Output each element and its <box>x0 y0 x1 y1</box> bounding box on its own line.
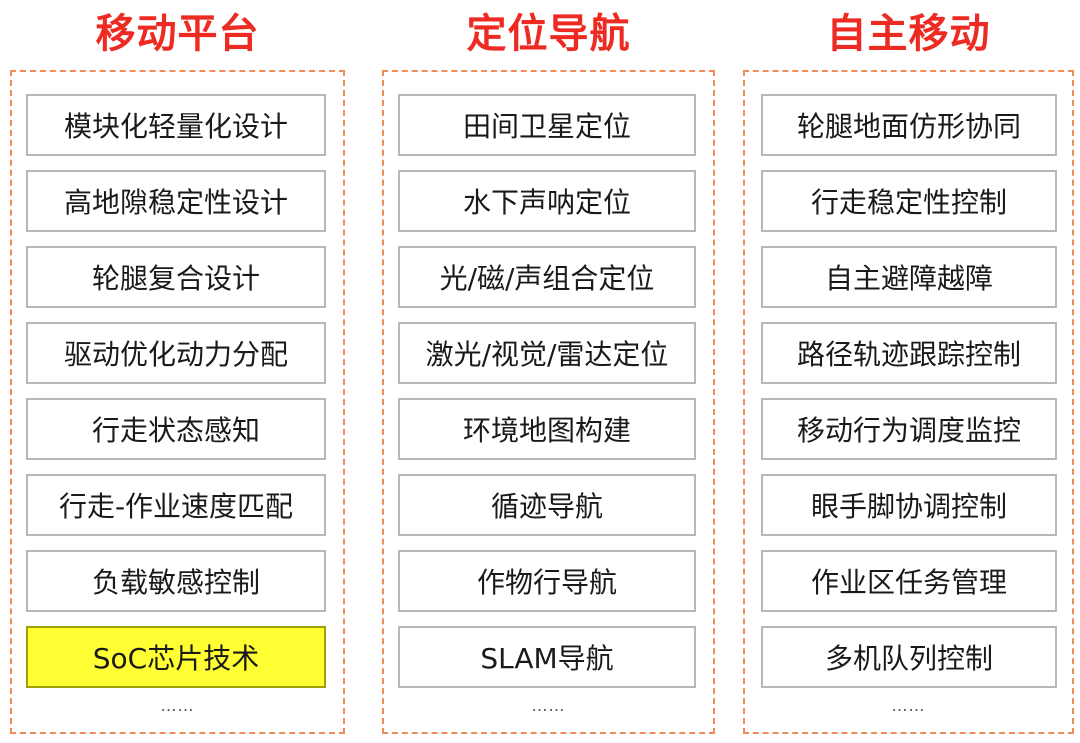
column-positioning-navigation: 定位导航 田间卫星定位 水下声呐定位 光/磁/声组合定位 激光/视觉/雷达定位 … <box>382 0 715 743</box>
item-box: 行走-作业速度匹配 <box>26 474 326 536</box>
column-mobile-platform: 移动平台 模块化轻量化设计 高地隙稳定性设计 轮腿复合设计 驱动优化动力分配 行… <box>10 0 345 743</box>
item-box: 移动行为调度监控 <box>761 398 1057 460</box>
item-box: 轮腿地面仿形协同 <box>761 94 1057 156</box>
item-box: 行走稳定性控制 <box>761 170 1057 232</box>
item-box: 多机队列控制 <box>761 626 1057 688</box>
ellipsis: …… <box>531 696 566 715</box>
item-box: 自主避障越障 <box>761 246 1057 308</box>
item-box: 田间卫星定位 <box>398 94 696 156</box>
ellipsis: …… <box>891 696 926 715</box>
item-box: 环境地图构建 <box>398 398 696 460</box>
column-panel: 轮腿地面仿形协同 行走稳定性控制 自主避障越障 路径轨迹跟踪控制 移动行为调度监… <box>743 70 1074 734</box>
item-box: 作物行导航 <box>398 550 696 612</box>
item-box: 高地隙稳定性设计 <box>26 170 326 232</box>
item-box: 负载敏感控制 <box>26 550 326 612</box>
item-box: 水下声呐定位 <box>398 170 696 232</box>
item-box: 轮腿复合设计 <box>26 246 326 308</box>
item-box: 行走状态感知 <box>26 398 326 460</box>
column-title: 移动平台 <box>95 11 260 57</box>
item-box: 循迹导航 <box>398 474 696 536</box>
column-panel: 田间卫星定位 水下声呐定位 光/磁/声组合定位 激光/视觉/雷达定位 环境地图构… <box>382 70 715 734</box>
item-box: 眼手脚协调控制 <box>761 474 1057 536</box>
item-box-highlighted: SoC芯片技术 <box>26 626 326 688</box>
column-title: 自主移动 <box>826 11 991 57</box>
item-box: 模块化轻量化设计 <box>26 94 326 156</box>
item-box: 光/磁/声组合定位 <box>398 246 696 308</box>
column-autonomous-mobility: 自主移动 轮腿地面仿形协同 行走稳定性控制 自主避障越障 路径轨迹跟踪控制 移动… <box>743 0 1074 743</box>
column-panel: 模块化轻量化设计 高地隙稳定性设计 轮腿复合设计 驱动优化动力分配 行走状态感知… <box>10 70 345 734</box>
item-box: 激光/视觉/雷达定位 <box>398 322 696 384</box>
item-box: 路径轨迹跟踪控制 <box>761 322 1057 384</box>
item-box: 驱动优化动力分配 <box>26 322 326 384</box>
ellipsis: …… <box>160 696 195 715</box>
item-box: SLAM导航 <box>398 626 696 688</box>
item-box: 作业区任务管理 <box>761 550 1057 612</box>
column-title: 定位导航 <box>466 11 631 57</box>
